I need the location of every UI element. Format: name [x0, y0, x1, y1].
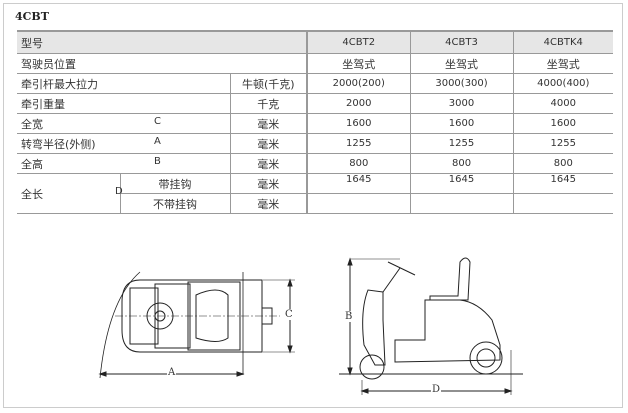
side-view-diagram [339, 257, 523, 395]
row-label: 驾驶员位置 [17, 53, 308, 74]
model-header: 4CBT2 [306, 30, 411, 54]
table-row: 牵引重量 千克 2000 3000 4000 [17, 93, 614, 114]
row-label-cell: 转弯半径(外侧) A [17, 133, 230, 154]
table-row: 全高 B 毫米 800 800 800 [17, 153, 614, 174]
cell: 1645 [409, 173, 514, 194]
row-label-cell: 全高 B [17, 153, 230, 174]
cell: 2000 [306, 93, 411, 114]
cell: 4000(400) [512, 73, 614, 94]
cell: 800 [306, 153, 411, 174]
cell [306, 193, 411, 214]
row-label: 全高 [21, 157, 43, 171]
table-row: 全宽 C 毫米 1600 1600 1600 [17, 113, 614, 134]
top-view-diagram [98, 271, 295, 379]
row-unit: 毫米 [229, 193, 308, 214]
cell: 1255 [512, 133, 614, 154]
row-label-cell: 全长 D [17, 173, 123, 214]
spec-table: 型号 4CBT2 4CBT3 4CBTK4 驾驶员位置 坐驾式 坐驾式 坐驾式 … [17, 30, 614, 214]
cell: 800 [512, 153, 614, 174]
table-row: 转弯半径(外侧) A 毫米 1255 1255 1255 [17, 133, 614, 154]
sub-label: 不带挂钩 [119, 193, 230, 214]
label-c: C [285, 309, 293, 320]
cell: 1600 [512, 113, 614, 134]
row-label: 转弯半径(外侧) [21, 137, 96, 151]
cell: 1645 [512, 173, 614, 194]
dimension-letter: D [115, 185, 123, 197]
row-unit: 毫米 [229, 153, 308, 174]
row-unit: 毫米 [229, 133, 308, 154]
cell: 1255 [409, 133, 514, 154]
row-unit: 千克 [229, 93, 308, 114]
cell: 坐驾式 [306, 53, 411, 74]
label-a: A [167, 367, 177, 378]
row-label: 牵引重量 [17, 93, 230, 114]
cell [512, 193, 614, 214]
cell: 3000 [409, 93, 514, 114]
table-row: 驾驶员位置 坐驾式 坐驾式 坐驾式 [17, 53, 614, 74]
cell: 1645 [306, 173, 411, 194]
cell: 3000(300) [409, 73, 514, 94]
cell: 坐驾式 [512, 53, 614, 74]
page-frame [3, 3, 623, 408]
cell: 1600 [306, 113, 411, 134]
row-label: 全长 [21, 187, 43, 201]
dimension-letter: A [154, 135, 161, 147]
cell: 1255 [306, 133, 411, 154]
row-label: 牵引杆最大拉力 [17, 73, 230, 94]
sub-label: 带挂钩 [119, 173, 230, 194]
cell: 2000(200) [306, 73, 411, 94]
table-header-row: 型号 4CBT2 4CBT3 4CBTK4 [17, 30, 614, 54]
cell: 1600 [409, 113, 514, 134]
label-d: D [431, 384, 442, 395]
cell: 4000 [512, 93, 614, 114]
model-header: 4CBTK4 [512, 30, 614, 54]
row-unit: 牛顿(千克) [229, 73, 308, 94]
table-row: 牵引杆最大拉力 牛顿(千克) 2000(200) 3000(300) 4000(… [17, 73, 614, 94]
row-label-cell: 全宽 C [17, 113, 230, 134]
table-row: 全长 D 带挂钩 毫米 1645 1645 1645 [17, 173, 614, 214]
cell: 800 [409, 153, 514, 174]
header-label: 型号 [17, 30, 308, 54]
page-title: 4CBT [15, 10, 49, 23]
dimension-letter: C [154, 115, 161, 127]
label-b: B [345, 311, 353, 322]
cell: 坐驾式 [409, 53, 514, 74]
dimension-letter: B [154, 155, 161, 167]
table-row: 不带挂钩 毫米 [17, 193, 614, 214]
row-unit: 毫米 [229, 113, 308, 134]
model-header: 4CBT3 [409, 30, 514, 54]
row-label: 全宽 [21, 117, 43, 131]
row-unit: 毫米 [229, 173, 308, 194]
cell [409, 193, 514, 214]
